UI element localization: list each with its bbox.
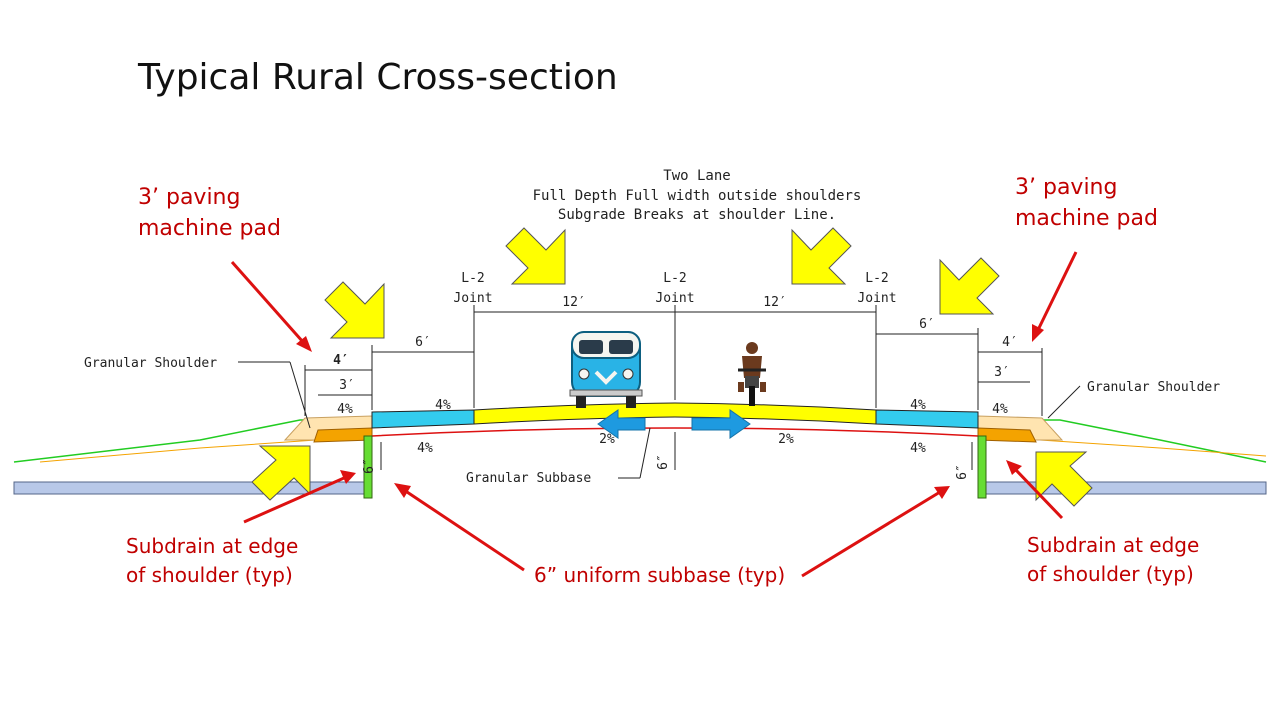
pad-total-left: 4′ (333, 353, 349, 368)
yellow-arrow-subdrain-right (1035, 451, 1093, 507)
paving-pad-left (313, 427, 373, 443)
subdrain-right-line-2: of shoulder (typ) (1027, 562, 1194, 586)
subdrain-left-line-2: of shoulder (typ) (126, 563, 293, 587)
subdrain-left-line-1: Subdrain at edge (126, 534, 298, 558)
subbase-bottom-line (371, 427, 979, 437)
heading-line-1: Two Lane (663, 168, 730, 184)
red-arrow-subdrain-left (243, 476, 345, 524)
depth-right: 6″ (955, 464, 970, 480)
motorcycle-icon (738, 342, 766, 406)
pad-inner-right: 3′ (994, 365, 1010, 380)
dimension-lines (238, 305, 1081, 479)
joint-label-type-left: L-2 (461, 271, 484, 286)
slope-shoulder-right-top: 4% (910, 398, 926, 413)
subdrain-trench-left (363, 435, 373, 499)
granular-shoulder-label-right: Granular Shoulder (1087, 380, 1220, 395)
yellow-arrow-lane-right (791, 227, 852, 285)
joint-label-word-center: Joint (655, 291, 694, 306)
slope-lane-left: 2% (599, 432, 615, 447)
slope-shoulder-left-top: 4% (435, 398, 451, 413)
red-arrow-pad-left (230, 261, 305, 343)
pad-right-line-2: machine pad (1015, 206, 1158, 231)
heading-line-2: Full Depth Full width outside shoulders (533, 188, 862, 204)
subbase-callout: 6” uniform subbase (typ) (534, 563, 785, 587)
shoulder-width-right: 6′ (919, 317, 935, 332)
paving-pad-callout-left: 3’ paving machine pad (138, 185, 281, 241)
subgrade-line-left (39, 439, 317, 463)
slide-title: Typical Rural Cross-section (137, 57, 618, 98)
subdrain-callout-left: Subdrain at edge of shoulder (typ) (126, 534, 298, 587)
pad-left-line-2: machine pad (138, 216, 281, 241)
subdrain-trench-right (977, 435, 987, 499)
lane-width-right: 12′ (763, 295, 786, 310)
slope-shoulder-left-bottom: 4% (417, 441, 433, 456)
slope-labels: 4% 4% 4% 2% 2% 4% 4% 4% (337, 398, 1008, 456)
red-pointer-arrows (230, 251, 1078, 578)
pad-left-line-1: 3’ paving (138, 185, 240, 210)
red-arrow-subbase-right (801, 490, 941, 578)
joint-label-word-left: Joint (453, 291, 492, 306)
vw-bus-icon (569, 331, 643, 408)
paving-pad-callout-right: 3’ paving machine pad (1015, 175, 1158, 231)
yellow-arrow-shoulder-left (324, 281, 385, 339)
depth-left: 6″ (362, 458, 377, 474)
paving-pad-right (977, 427, 1037, 443)
joint-labels: L-2 Joint L-2 Joint L-2 Joint (453, 271, 896, 306)
paved-shoulder-right (875, 409, 979, 429)
slope-pad-left: 4% (337, 402, 353, 417)
paved-shoulder-left (371, 409, 475, 429)
joint-label-word-right: Joint (857, 291, 896, 306)
joint-label-type-right: L-2 (865, 271, 888, 286)
red-arrow-pad-right (1036, 251, 1078, 331)
joint-label-type-center: L-2 (663, 271, 686, 286)
yellow-arrow-subdrain-left (251, 445, 311, 501)
red-arrow-subbase-left (403, 488, 525, 572)
lane-double-arrow (597, 409, 751, 439)
section-heading: Two Lane Full Depth Full width outside s… (533, 168, 862, 223)
yellow-arrow-lane-left (505, 227, 566, 285)
pad-right-line-1: 3’ paving (1015, 175, 1117, 200)
dimension-text: 12′ 12′ 6′ 6′ 4′ 4′ 3′ 3′ 6″ 6″ 6″ (333, 295, 1018, 480)
subgrade-line-right (1039, 439, 1267, 457)
grade-line-right (1042, 419, 1267, 463)
depth-center: 6″ (656, 454, 671, 470)
heading-line-3: Subgrade Breaks at shoulder Line. (558, 207, 836, 223)
traffic-lanes (473, 402, 877, 425)
granular-shoulder-label-left: Granular Shoulder (84, 356, 217, 371)
shoulder-width-left: 6′ (415, 335, 431, 350)
lane-width-left: 12′ (562, 295, 585, 310)
slope-shoulder-right-bottom: 4% (910, 441, 926, 456)
pad-inner-left: 3′ (339, 378, 355, 393)
granular-subbase-label: Granular Subbase (466, 471, 591, 486)
red-arrow-subdrain-right (1012, 466, 1064, 520)
subdrain-callout-right: Subdrain at edge of shoulder (typ) (1027, 533, 1199, 586)
yellow-arrows (251, 227, 1093, 507)
slope-pad-right: 4% (992, 402, 1008, 417)
slope-lane-right: 2% (778, 432, 794, 447)
pad-total-right: 4′ (1002, 335, 1018, 350)
yellow-arrow-shoulder-right (939, 257, 1000, 315)
subdrain-right-line-1: Subdrain at edge (1027, 533, 1199, 557)
